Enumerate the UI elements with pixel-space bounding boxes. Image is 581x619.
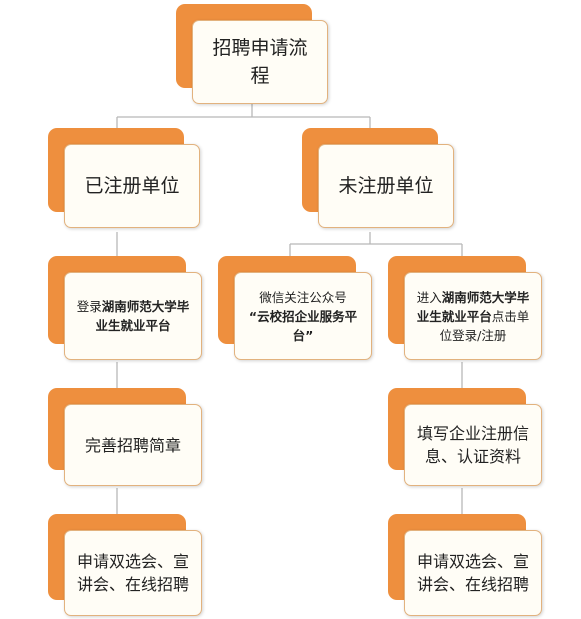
connector-unregistered — [289, 232, 463, 270]
node-apply-right: 申请双选会、宣讲会、在线招聘 — [388, 514, 542, 616]
node-apply-right-label: 申请双选会、宣讲会、在线招聘 — [416, 552, 529, 594]
node-root: 招聘申请流程 — [176, 4, 328, 104]
connector-root — [116, 104, 371, 145]
node-fill-label: 填写企业注册信息、认证资料 — [417, 424, 530, 466]
node-enter-prefix: 进入 — [416, 289, 442, 305]
node-wechat: 微信关注公众号 “云校招企业服务平台” — [218, 256, 372, 360]
node-registered: 已注册单位 — [48, 128, 200, 228]
node-enter: 进入湖南师范大学毕业生就业平台点击单位登录/注册 — [388, 256, 542, 360]
node-complete-label: 完善招聘简章 — [84, 435, 181, 455]
node-unregistered-label: 未注册单位 — [338, 175, 434, 197]
node-apply-left-label: 申请双选会、宣讲会、在线招聘 — [76, 552, 189, 594]
node-enter-suffix: 点击单位登录/注册 — [439, 308, 530, 343]
node-root-label: 招聘申请流程 — [212, 37, 308, 87]
node-enter-platform: 湖南师范大学毕业生就业平台 — [416, 289, 530, 324]
node-complete: 完善招聘简章 — [48, 388, 202, 486]
node-unregistered: 未注册单位 — [302, 128, 454, 228]
node-fill: 填写企业注册信息、认证资料 — [388, 388, 542, 486]
node-apply-left: 申请双选会、宣讲会、在线招聘 — [48, 514, 202, 616]
node-login-prefix: 登录 — [76, 299, 102, 314]
node-wechat-account: “云校招企业服务平台” — [248, 308, 358, 343]
node-login: 登录湖南师范大学毕业生就业平台 — [48, 256, 202, 360]
node-login-platform: 湖南师范大学毕业生就业平台 — [95, 299, 190, 333]
node-registered-label: 已注册单位 — [84, 175, 180, 197]
node-wechat-line1: 微信关注公众号 — [259, 289, 347, 305]
